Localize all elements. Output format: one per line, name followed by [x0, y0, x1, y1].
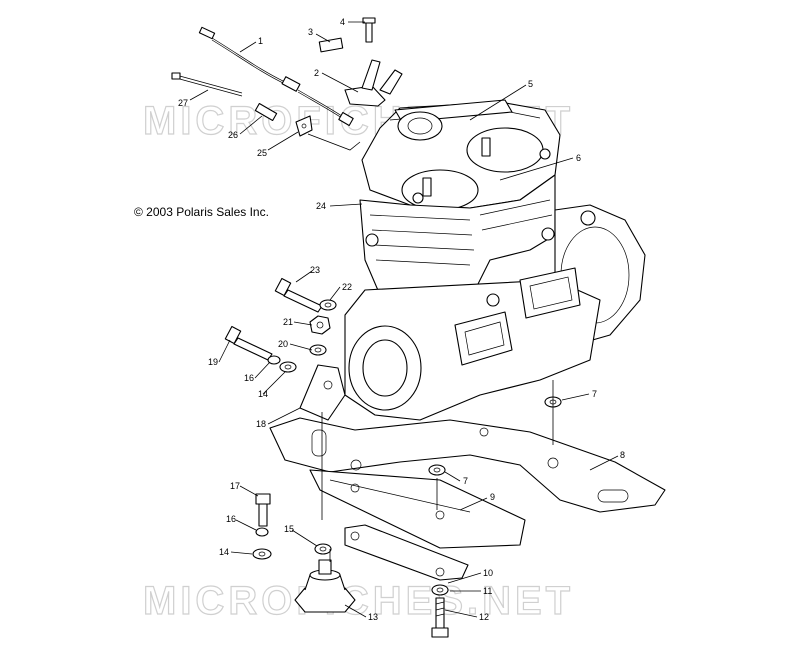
screw-and-clip — [254, 102, 313, 137]
washer-22 — [319, 299, 337, 311]
bolt-19 — [224, 325, 273, 361]
oil-rod — [171, 72, 243, 97]
washer-14a — [279, 361, 297, 373]
washer-11 — [431, 584, 449, 596]
bolt-23 — [274, 277, 323, 313]
callout-20: 20 — [278, 339, 288, 349]
callout-16b: 16 — [226, 514, 236, 524]
callout-7b: 7 — [463, 476, 468, 486]
callout-11: 11 — [483, 586, 492, 596]
callout-12: 12 — [479, 612, 489, 622]
callout-9: 9 — [490, 492, 495, 502]
callout-6: 6 — [576, 153, 581, 163]
callout-23: 23 — [310, 265, 320, 275]
bolt-17 — [255, 493, 271, 527]
callout-4: 4 — [340, 17, 345, 27]
bracket-18 — [299, 364, 346, 421]
callout-8: 8 — [620, 450, 625, 460]
cable-bracket — [318, 17, 403, 107]
watermark-bottom: MICROFICHES.NET — [143, 579, 574, 623]
callout-1: 1 — [258, 36, 263, 46]
callout-16a: 16 — [244, 373, 254, 383]
lockwasher-16b — [255, 527, 269, 537]
washer-20 — [309, 344, 327, 356]
callout-13: 13 — [368, 612, 378, 622]
engine-assembly — [344, 99, 646, 421]
nut-21 — [309, 315, 331, 335]
callout-27: 27 — [178, 98, 188, 108]
callout-24: 24 — [316, 201, 326, 211]
callout-25: 25 — [257, 148, 267, 158]
rubber-mount-13 — [294, 559, 356, 613]
callout-19: 19 — [208, 357, 218, 367]
callout-18: 18 — [256, 419, 266, 429]
callout-5: 5 — [528, 79, 533, 89]
leader-lines — [189, 21, 619, 618]
callout-3: 3 — [308, 27, 313, 37]
throttle-cable — [198, 26, 354, 127]
strap — [344, 524, 469, 581]
washer-7b — [428, 464, 446, 476]
callout-7a: 7 — [592, 389, 597, 399]
bolt-12 — [431, 597, 449, 638]
lockwasher-16a — [267, 355, 281, 365]
callout-26: 26 — [228, 130, 238, 140]
callout-22: 22 — [342, 282, 352, 292]
copyright-notice: © 2003 Polaris Sales Inc. — [134, 205, 269, 219]
callout-15: 15 — [284, 524, 294, 534]
spacer-plate — [309, 469, 526, 549]
callout-2: 2 — [314, 68, 319, 78]
callout-14a: 14 — [258, 389, 268, 399]
callout-10: 10 — [483, 568, 493, 578]
washer-15 — [314, 543, 332, 555]
callout-17: 17 — [230, 481, 240, 491]
callout-14b: 14 — [219, 547, 229, 557]
callout-21: 21 — [283, 317, 293, 327]
washer-14b — [252, 548, 272, 560]
